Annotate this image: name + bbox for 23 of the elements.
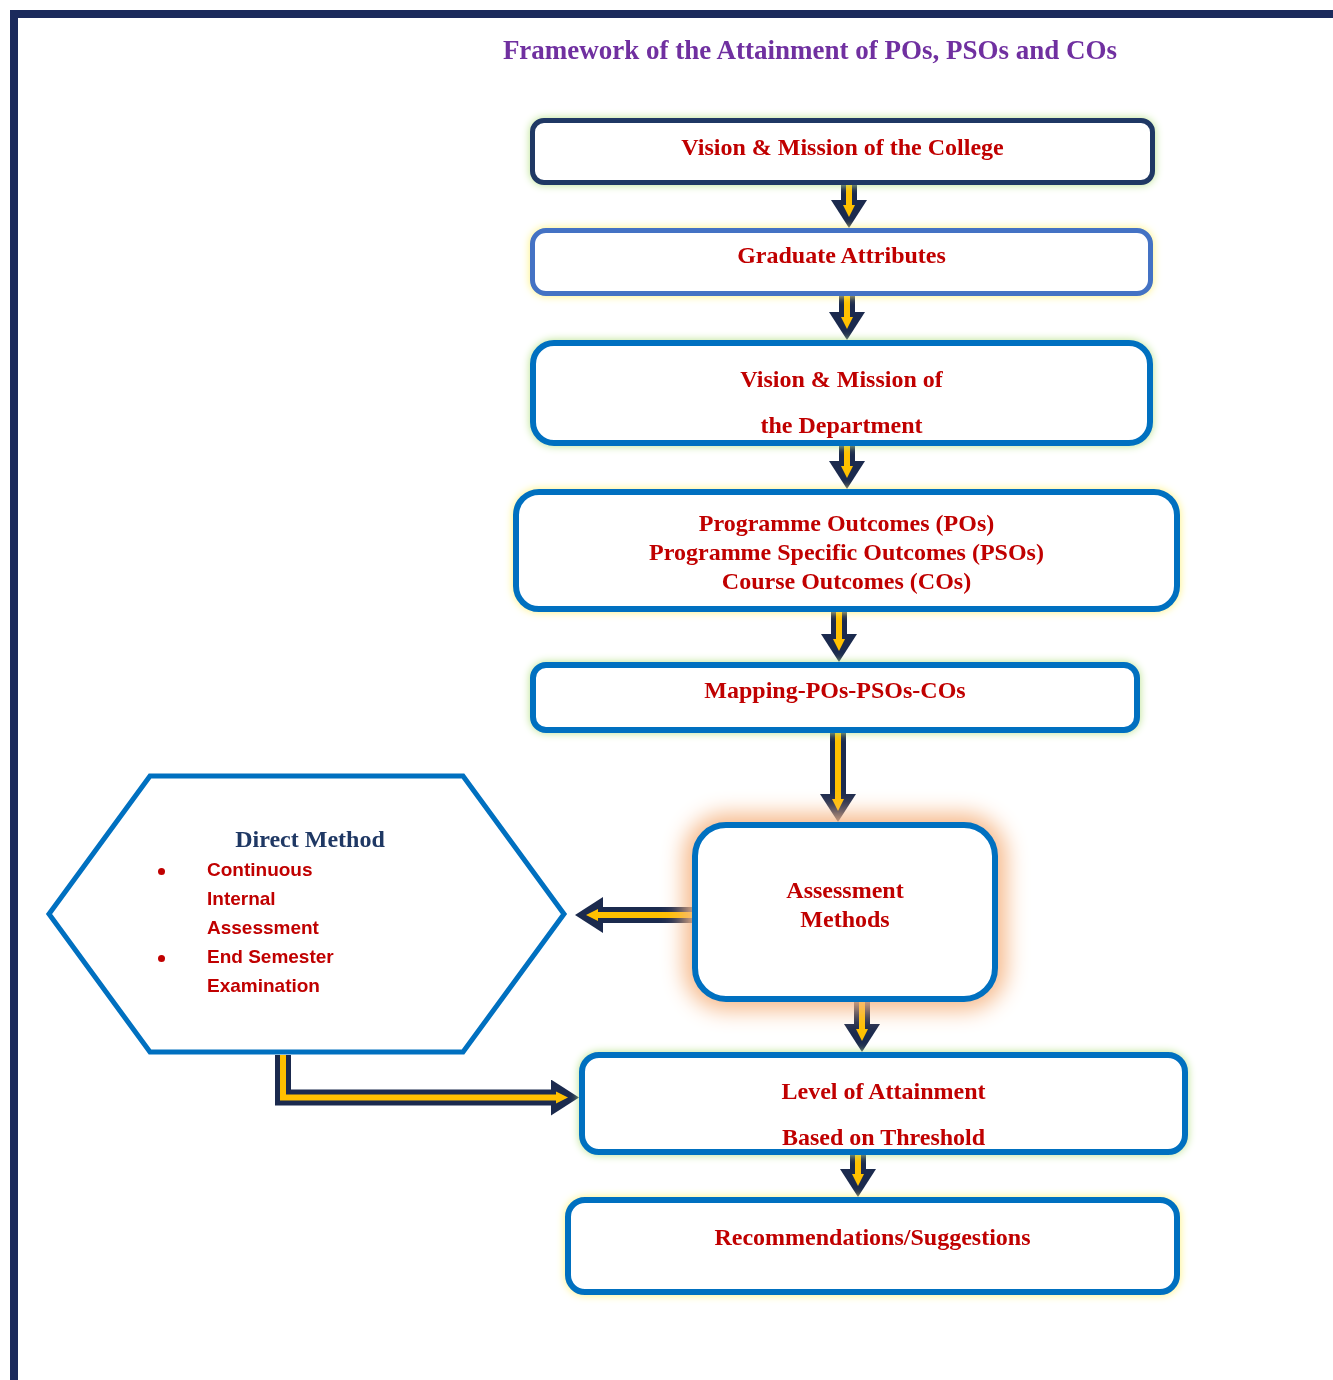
hexagon-shape xyxy=(45,773,568,1055)
box-text: Programme Specific Outcomes (PSOs) xyxy=(649,538,1044,567)
diagram-title: Framework of the Attainment of POs, PSOs and COs xyxy=(501,34,1119,67)
box-text: Assessment Methods xyxy=(785,876,905,934)
process-box xyxy=(530,662,1140,733)
hexagon-heading: Direct Method xyxy=(235,825,385,854)
box-text: Recommendations/Suggestions xyxy=(714,1223,1031,1252)
process-box xyxy=(530,340,1153,446)
process-box xyxy=(530,228,1153,296)
box-text: Graduate Attributes xyxy=(737,241,946,270)
box-text: Programme Outcomes (POs) xyxy=(698,509,995,538)
list-item-text: End Semester Examination xyxy=(207,945,335,998)
list-item-text: Continuous Internal Assessment xyxy=(207,858,320,940)
box-text: Mapping-POs-PSOs-COs xyxy=(704,676,966,705)
process-box xyxy=(565,1197,1180,1295)
process-box xyxy=(692,822,998,1002)
process-box xyxy=(513,489,1180,612)
box-text: Level of Attainment Based on Threshold xyxy=(780,1077,987,1152)
process-box xyxy=(530,118,1155,185)
box-text: Vision & Mission of the College xyxy=(681,133,1004,162)
box-text: Vision & Mission of the Department xyxy=(739,365,944,440)
box-text: Course Outcomes (COs) xyxy=(721,567,972,596)
process-box xyxy=(579,1052,1188,1155)
